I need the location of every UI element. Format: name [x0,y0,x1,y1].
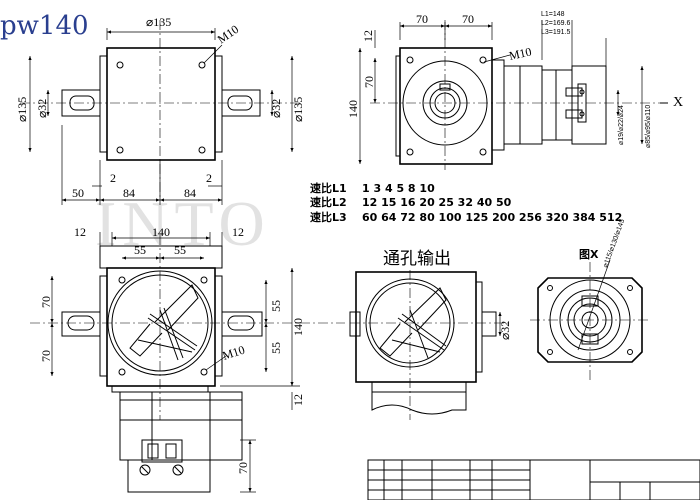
dim-d32-left: ⌀32 [35,99,49,118]
hollow-title: 通孔输出 [383,249,451,269]
front-dim-70-bottom-v: 70 [236,462,250,474]
dim-m10-top: M10 [215,22,242,46]
dim-gap-left: 2 [110,171,116,185]
front-dim-12-left: 12 [74,225,86,239]
front-dim-55-left: 55 [134,243,146,257]
side-dim-70-right: 70 [462,12,474,26]
dim-50: 50 [72,186,84,200]
title-block [367,459,700,500]
side-view: 70 70 M10 12 70 140 L1=148 L2=169.6 L3=1… [346,11,683,170]
view-x-title: 图X [579,248,599,261]
ratio-l3-label: 速比L3 [310,210,347,224]
ratio-l3-values: 60 64 72 80 100 125 200 256 320 384 512 [362,211,622,224]
side-dim-70-v: 70 [362,76,376,88]
dim-d32-right: ⌀32 [269,99,283,118]
front-view: 12 140 12 55 55 70 70 55 55 140 12 M10 [30,225,345,493]
len-l3: L3=191.5 [541,29,570,36]
top-view: ⌀135 M10 ⌀135 ⌀32 ⌀32 ⌀135 2 2 50 84 84 [15,15,305,205]
dim-84-right: 84 [184,186,196,200]
side-dim-140-v: 140 [346,100,360,118]
model-label: pw140 [0,11,89,41]
side-dim-12: 12 [361,30,375,42]
front-dim-70-top: 70 [39,296,53,308]
len-l1: L1=148 [541,11,565,18]
front-dim-12-right: 12 [232,225,244,239]
view-arrow-x: X [673,95,683,110]
front-dim-140: 140 [152,225,170,239]
len-l2: L2=169.6 [541,20,570,27]
front-dim-m10: M10 [221,343,247,363]
ratio-l2-label: 速比L2 [310,195,347,209]
flange-dims-1: ⌀19/⌀22/⌀24 [618,105,625,145]
ratio-l2-values: 12 15 16 20 25 32 40 50 [362,196,512,209]
dim-84-left: 84 [123,186,135,200]
dim-gap-right: 2 [206,171,212,185]
side-dim-m10: M10 [508,45,533,63]
hollow-output-view: 通孔输出 ⌀32 [349,249,512,420]
ratio-l1-values: 1 3 4 5 8 10 [362,182,435,195]
front-dim-55-v-top: 55 [269,300,283,312]
flange-dims-2: ⌀85/⌀95/⌀110 [645,105,652,148]
front-dim-70-bottom: 70 [39,350,53,362]
dim-d135-top: ⌀135 [146,15,171,29]
front-dim-55-right: 55 [174,243,186,257]
hollow-dim-d32: ⌀32 [498,321,512,340]
front-dim-140-v: 140 [291,318,305,336]
dim-d135-left: ⌀135 [15,97,29,122]
view-x: 图X ⌀115/⌀130/⌀145 [530,218,650,380]
front-dim-12-v: 12 [291,394,305,406]
ratio-l1-label: 速比L1 [310,181,347,195]
front-dim-55-v-bottom: 55 [269,342,283,354]
view-x-dims: ⌀115/⌀130/⌀145 [602,218,626,268]
dim-d135-right: ⌀135 [291,97,305,122]
ratio-table: 速比L1 1 3 4 5 8 10 速比L2 12 15 16 20 25 32… [310,181,622,224]
side-dim-70-left: 70 [416,12,428,26]
